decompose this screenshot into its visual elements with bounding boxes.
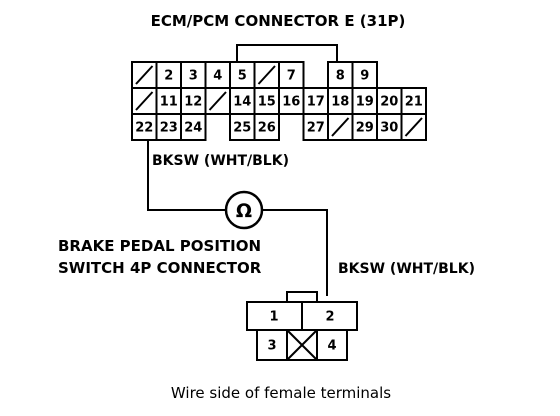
ecm-pin-26: 26 xyxy=(258,121,276,136)
ecm-pin-12: 12 xyxy=(184,95,202,110)
switch-connector-title-line2: SWITCH 4P CONNECTOR xyxy=(58,259,262,277)
ecm-connector-title: ECM/PCM CONNECTOR E (31P) xyxy=(151,12,406,30)
ohmmeter-icon xyxy=(224,190,264,230)
ecm-cell-row2-9 xyxy=(351,87,378,115)
ecm-pin-5: 5 xyxy=(238,69,247,84)
bksw-label-top: BKSW (WHT/BLK) xyxy=(152,153,289,169)
ecm-pin-3: 3 xyxy=(189,69,198,84)
bksw-wire-ecm xyxy=(147,140,226,211)
switch-pin-4: 4 xyxy=(327,339,336,354)
ecm-cell-row3-7 xyxy=(302,113,329,141)
ecm-unused-cavity xyxy=(135,91,154,111)
ecm-cell-row3-4 xyxy=(229,113,256,141)
ecm-pin-8: 8 xyxy=(336,69,345,84)
ecm-pin-24: 24 xyxy=(184,121,202,136)
ecm-pin-29: 29 xyxy=(356,121,374,136)
switch-pin-3: 3 xyxy=(267,339,276,354)
ecm-pin-21: 21 xyxy=(405,95,423,110)
ecm-pin-23: 23 xyxy=(160,121,178,136)
ecm-pin-2: 2 xyxy=(164,69,173,84)
switch-connector-lock-tab xyxy=(286,291,318,303)
caption: Wire side of female terminals xyxy=(171,384,391,402)
ecm-pin-19: 19 xyxy=(356,95,374,110)
ecm-pin-25: 25 xyxy=(233,121,251,136)
ecm-cell-row3-0 xyxy=(131,113,158,141)
ecm-pin-7: 7 xyxy=(287,69,296,84)
switch-pin-1: 1 xyxy=(269,310,278,325)
ecm-pin-4: 4 xyxy=(213,69,222,84)
ecm-cell-row2-2 xyxy=(180,87,207,115)
ecm-pin-14: 14 xyxy=(233,95,251,110)
ecm-pin-17: 17 xyxy=(307,95,325,110)
ecm-unused-cavity xyxy=(331,117,350,137)
bksw-wire-switch xyxy=(262,209,328,296)
ecm-connector-lock-tab xyxy=(236,44,338,61)
switch-pin-2: 2 xyxy=(325,310,334,325)
ecm-cell-row3-5 xyxy=(253,113,280,141)
ecm-pin-16: 16 xyxy=(282,95,300,110)
ecm-cell-row3-10 xyxy=(376,113,403,141)
ohm-symbol: Ω xyxy=(236,200,252,222)
ecm-unused-cavity xyxy=(404,117,423,137)
ecm-pin-27: 27 xyxy=(307,121,325,136)
switch-unused-cross-b xyxy=(286,329,318,361)
ecm-pin-22: 22 xyxy=(135,121,153,136)
ecm-pin-30: 30 xyxy=(380,121,398,136)
ecm-cell-row3-2 xyxy=(180,113,207,141)
switch-connector-title-line1: BRAKE PEDAL POSITION xyxy=(58,237,261,255)
switch-connector: 1 2 3 4 xyxy=(246,291,358,361)
ecm-pin-11: 11 xyxy=(160,95,178,110)
ecm-pin-18: 18 xyxy=(331,95,349,110)
ecm-unused-cavity xyxy=(257,65,276,85)
ecm-unused-cavity xyxy=(208,91,227,111)
ecm-pin-15: 15 xyxy=(258,95,276,110)
ecm-unused-cavity xyxy=(135,65,154,85)
switch-connector-bottom-row xyxy=(256,329,348,361)
ecm-pin-20: 20 xyxy=(380,95,398,110)
ecm-pin-9: 9 xyxy=(360,69,369,84)
bksw-label-right: BKSW (WHT/BLK) xyxy=(338,261,475,277)
